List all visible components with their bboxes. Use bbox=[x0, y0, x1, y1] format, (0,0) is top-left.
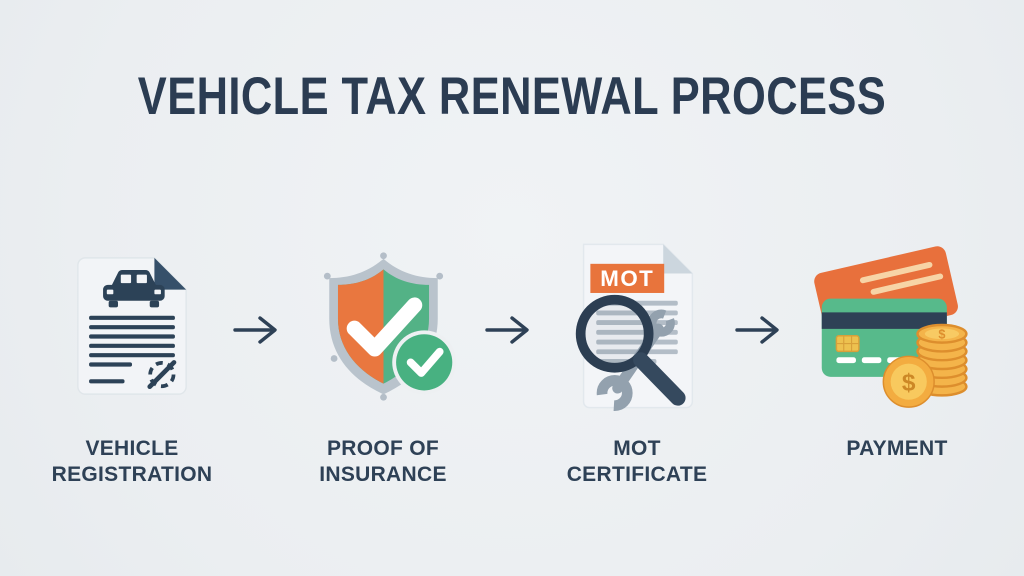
step-label: VEHICLE REGISTRATION bbox=[12, 436, 252, 488]
step-label: PROOF OF INSURANCE bbox=[263, 436, 503, 488]
document-text-lines bbox=[89, 315, 175, 384]
vehicle-registration-document-icon bbox=[77, 257, 187, 395]
payment-icon-box: $ $ bbox=[777, 240, 1017, 412]
folded-corner bbox=[663, 244, 693, 274]
step-label-line1: VEHICLE bbox=[85, 437, 179, 460]
magnifier-icon bbox=[575, 294, 686, 406]
insurance-icon-box bbox=[263, 240, 503, 412]
stack-dollar-symbol: $ bbox=[938, 328, 945, 342]
step-vehicle-registration: VEHICLE REGISTRATION bbox=[12, 240, 252, 488]
insurance-shield-check-icon bbox=[323, 251, 456, 401]
vehicle-registration-icon-box bbox=[12, 240, 252, 412]
check-mark-icon bbox=[346, 296, 422, 357]
step-mot-certificate: MOT MOT CERTIFICATE bbox=[517, 240, 757, 488]
step-label-line1: MOT bbox=[613, 437, 661, 460]
step-label: MOT CERTIFICATE bbox=[517, 436, 757, 488]
card-chip-icon bbox=[835, 335, 860, 353]
step-label-line2: INSURANCE bbox=[319, 463, 447, 486]
check-badge-icon bbox=[391, 329, 456, 394]
right-arrow-icon bbox=[233, 316, 277, 344]
step-label-line1: PAYMENT bbox=[846, 437, 948, 460]
step-label-line1: PROOF OF bbox=[326, 437, 440, 460]
credit-cards-coins-icon: $ $ bbox=[814, 246, 968, 408]
step-label-line2: REGISTRATION bbox=[51, 463, 213, 486]
card-magnetic-stripe bbox=[821, 312, 947, 329]
right-arrow-icon bbox=[485, 316, 529, 344]
page-title: VEHICLE TAX RENEWAL PROCESS bbox=[137, 67, 887, 126]
right-arrow-icon bbox=[735, 316, 779, 344]
mot-inspection-document-icon: MOT bbox=[575, 243, 694, 412]
dollar-coin-icon: $ bbox=[882, 355, 935, 408]
signature-stamp-icon bbox=[147, 360, 177, 389]
step-proof-of-insurance: PROOF OF INSURANCE bbox=[263, 240, 503, 488]
mot-banner-text: MOT bbox=[600, 266, 654, 291]
step-label: PAYMENT bbox=[777, 436, 1017, 462]
car-windows-lights bbox=[106, 274, 161, 295]
step-label-line2: CERTIFICATE bbox=[566, 463, 708, 486]
mot-icon-box: MOT bbox=[517, 240, 757, 412]
step-payment: $ $ PAYMENT bbox=[777, 240, 1017, 462]
coin-dollar-symbol: $ bbox=[902, 370, 916, 397]
mot-banner bbox=[590, 263, 665, 293]
